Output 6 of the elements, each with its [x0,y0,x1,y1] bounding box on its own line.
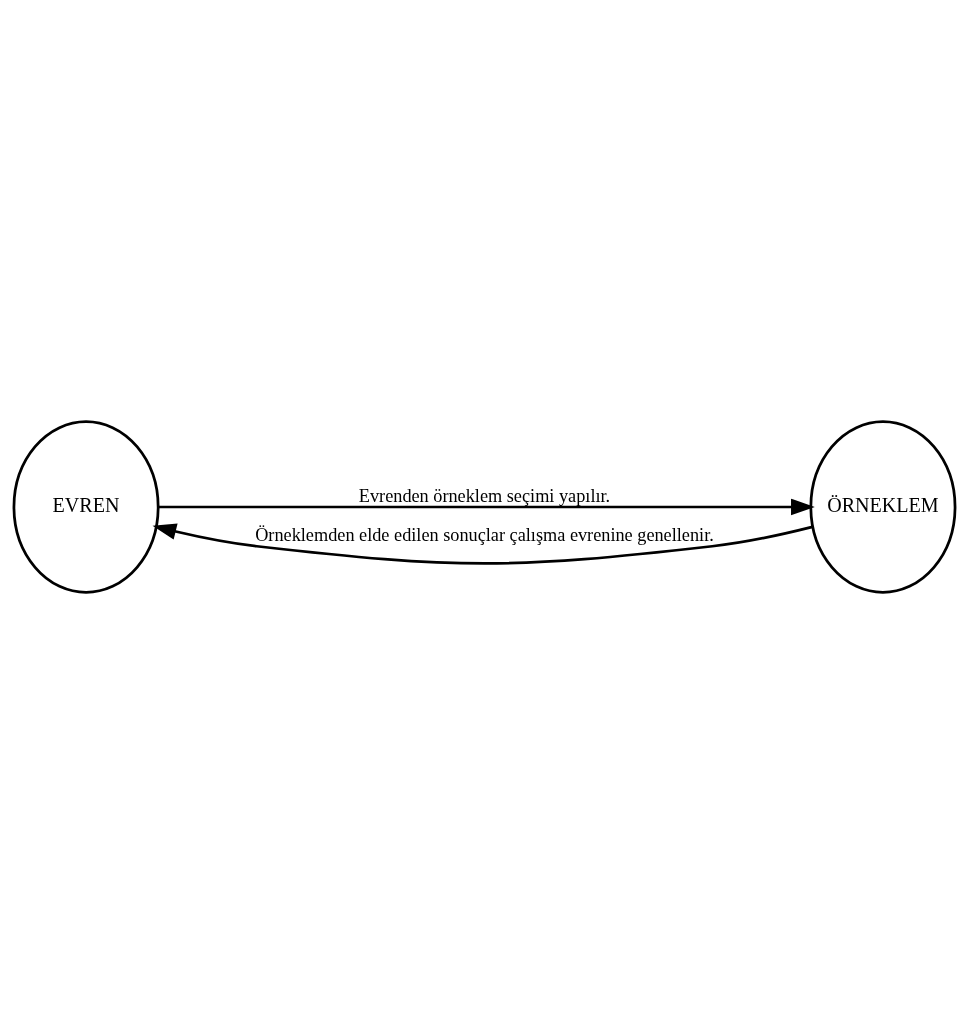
node-ellipse: ÖRNEKLEM [809,419,957,594]
arrow [152,522,813,565]
edge-label: Örneklemden elde edilen sonuçlar çalışma evrenine genellenir. [255,524,714,545]
node-ellipse: EVREN [12,419,160,594]
arrow [158,498,815,515]
edge-label: Evrenden örneklem seçimi yapılır. [358,485,611,506]
